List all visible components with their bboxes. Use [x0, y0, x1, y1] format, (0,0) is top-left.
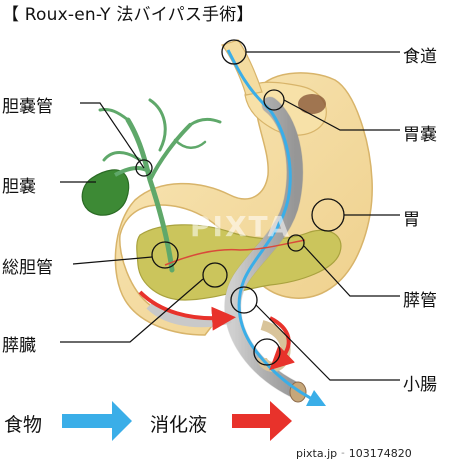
callout-bile-duct: [135, 159, 153, 177]
label-small-intestine: 小腸: [403, 375, 437, 395]
gallbladder-shape: [81, 169, 130, 216]
label-common-bile-duct: 総胆管: [2, 258, 53, 278]
diagram-title: 【 Roux-en-Y 法バイパス手術】: [2, 5, 254, 25]
small-intestine-shape: [224, 97, 303, 398]
footer-sep: -: [341, 447, 345, 459]
red-duct: [164, 239, 306, 266]
label-pancreatic-duct: 膵管: [403, 291, 437, 311]
legend-digestive-label: 消化液: [150, 414, 208, 436]
label-bile-duct: 胆嚢管: [2, 97, 53, 117]
label-stomach-pouch: 胃嚢: [403, 125, 437, 145]
label-pancreas: 膵臓: [2, 336, 36, 356]
footer-credit: pixta.jp - 103174820: [296, 442, 450, 464]
digestive-arrow-1: [138, 290, 236, 331]
pouch-inner: [298, 94, 326, 114]
legend-digestive-arrow: [232, 401, 292, 441]
footer-id: 103174820: [348, 446, 412, 460]
callout-pancreatic: [287, 234, 305, 252]
legend-food-label: 食物: [4, 414, 43, 436]
label-esophagus: 食道: [403, 47, 437, 67]
footer-brand: pixta.jp: [296, 446, 338, 460]
stomach-shape: [114, 72, 373, 336]
callout-intestine-2: [253, 338, 281, 366]
callout-pancreas: [202, 262, 228, 288]
legend-food-arrow: [62, 401, 132, 441]
label-stomach: 胃: [403, 210, 420, 230]
watermark: PIXTA: [190, 210, 292, 243]
callout-common-bile: [151, 241, 179, 269]
esophagus-shape: [220, 39, 263, 96]
bile-duct-tree: [98, 98, 222, 273]
callout-intestine-1: [230, 286, 258, 314]
label-gallbladder: 胆嚢: [2, 177, 36, 197]
